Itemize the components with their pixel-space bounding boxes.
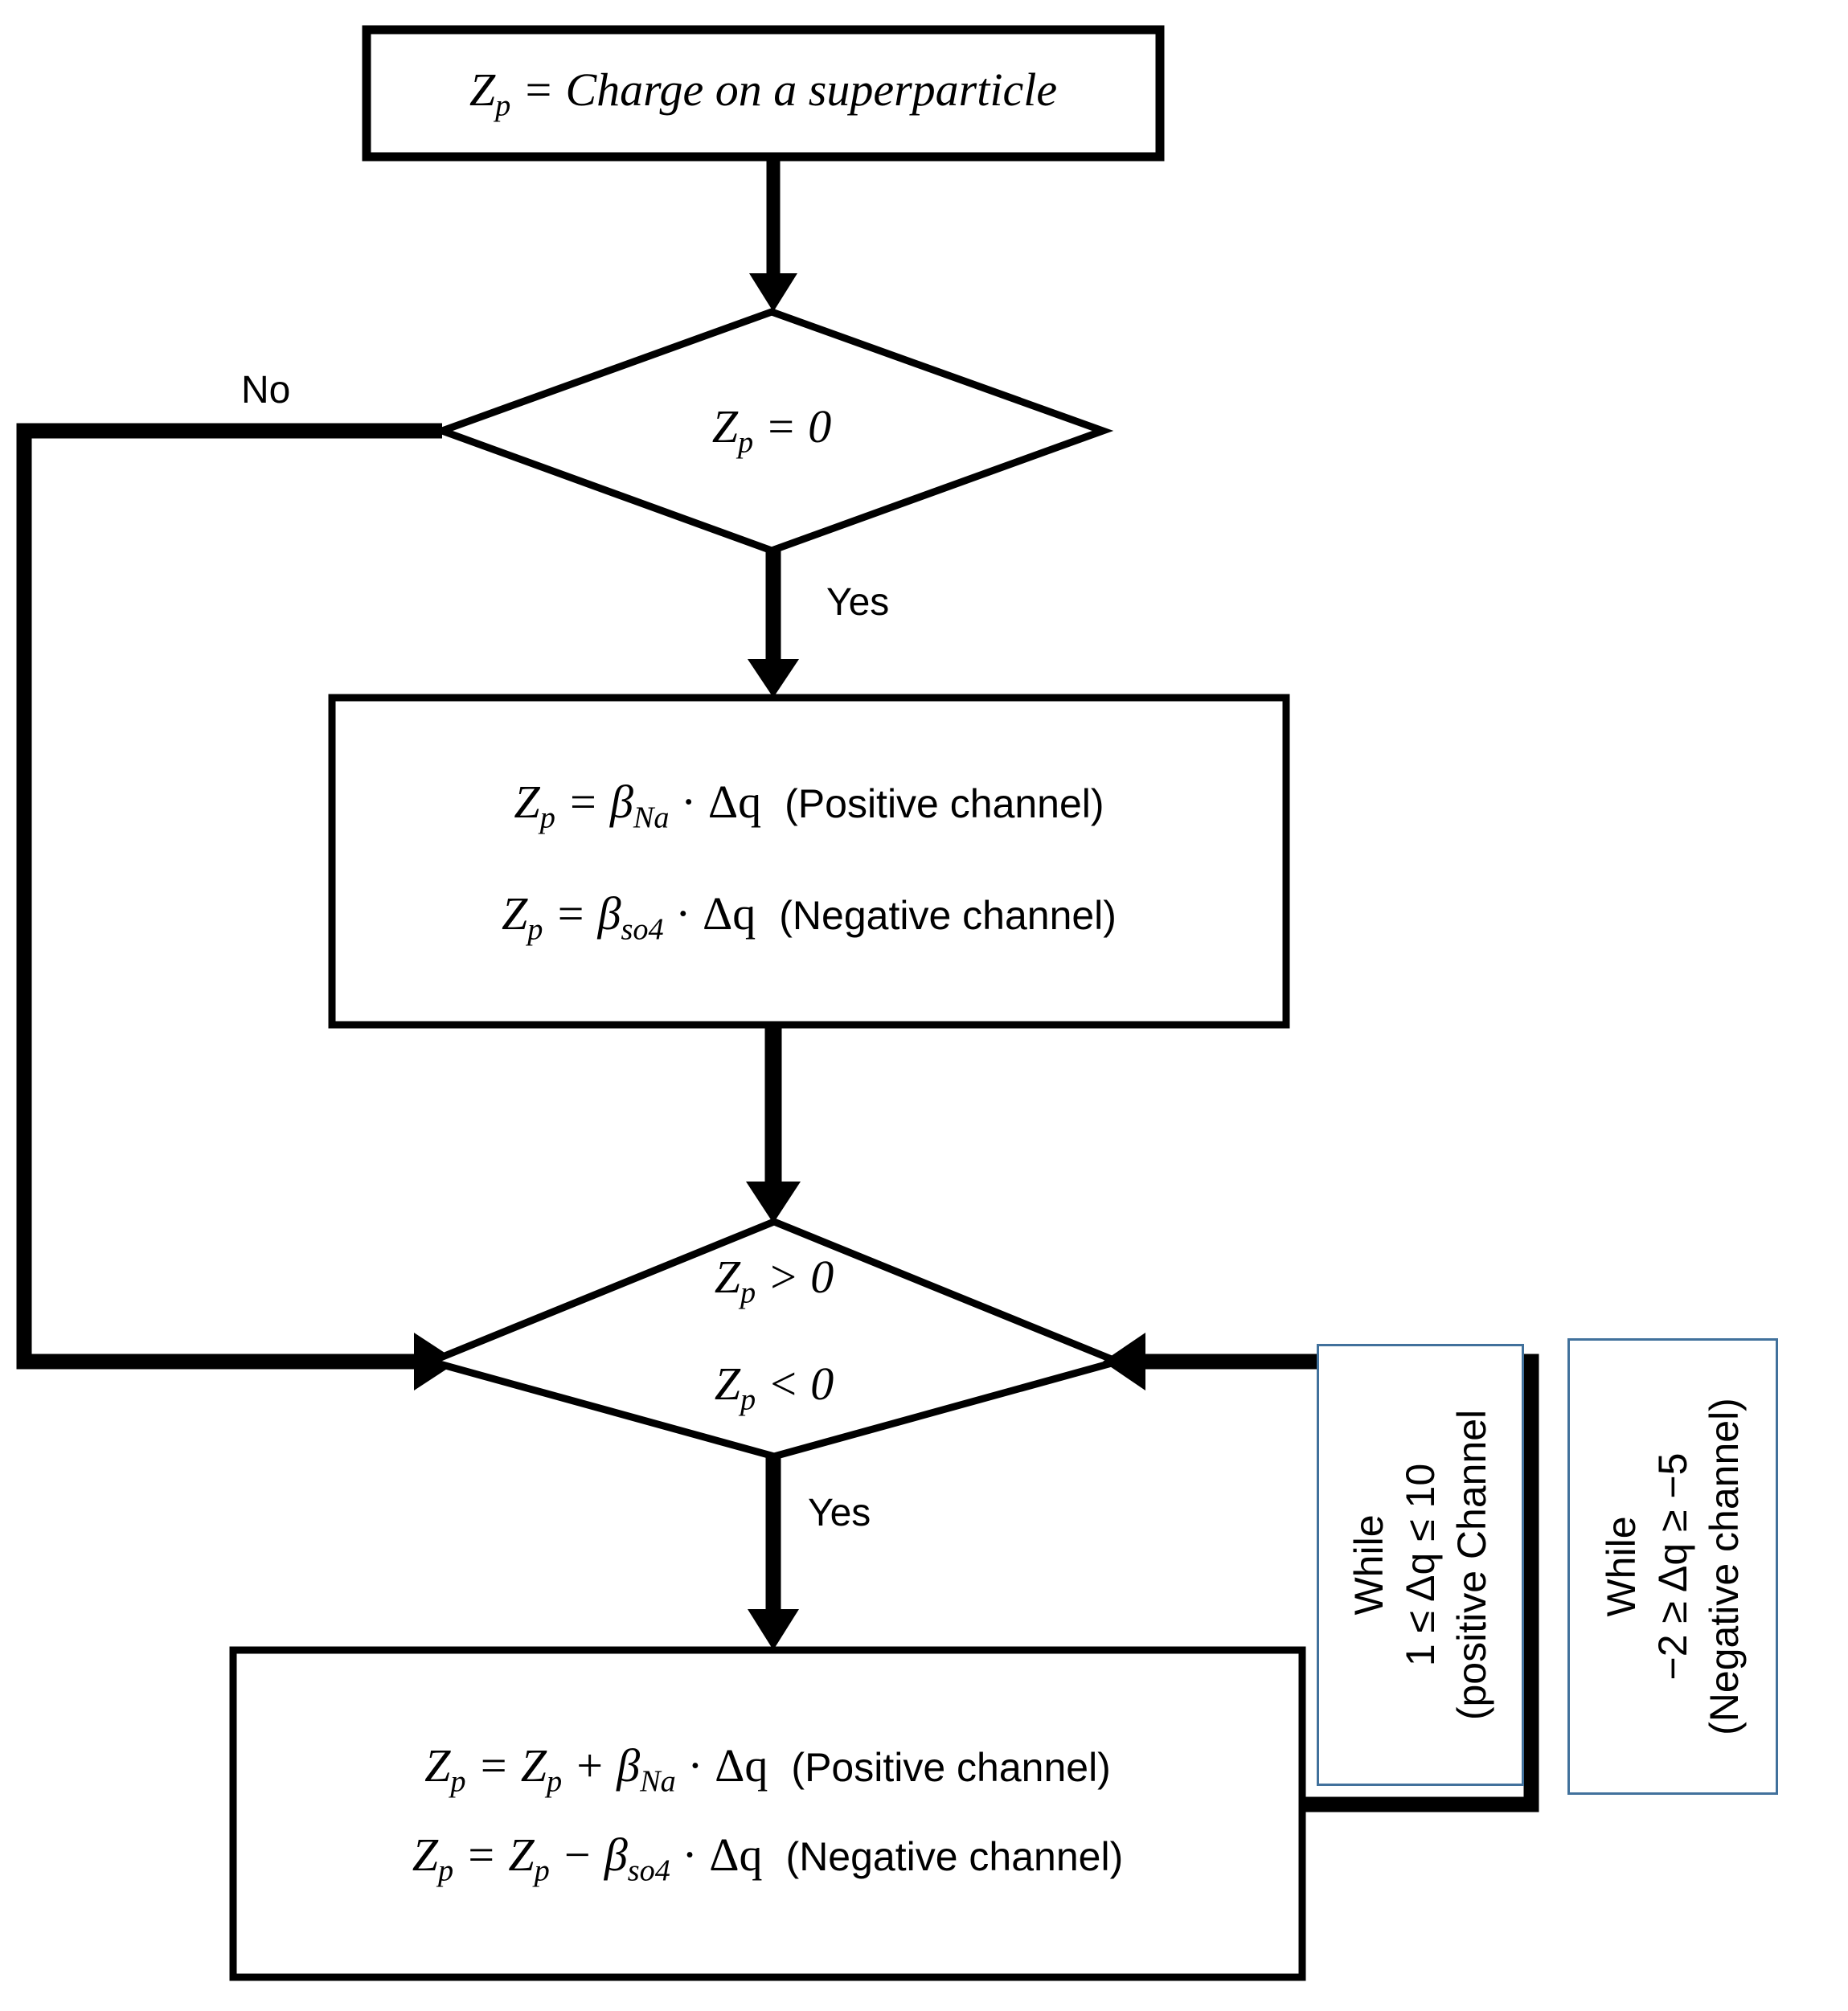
- assign-box-shape: [328, 694, 1290, 1029]
- while-positive-line-2: 1 ≤ Δq ≤ 10: [1398, 1463, 1443, 1667]
- edge-assign-to-decision-sign: [746, 1025, 801, 1223]
- update-box-shape: [229, 1646, 1306, 1981]
- edge-label-yes-sign: Yes: [808, 1492, 871, 1534]
- edge-label-yes-zero: Yes: [826, 581, 890, 624]
- while-positive-note: While 1 ≤ Δq ≤ 10 (positive Channel: [1317, 1344, 1524, 1786]
- while-negative-line-1: While: [1599, 1516, 1644, 1617]
- edge-start-to-decision-zero: [749, 157, 797, 312]
- while-negative-line-3: (Negative channel): [1702, 1398, 1747, 1735]
- edge-yes-to-assign-box: [748, 551, 799, 698]
- edge-yes-to-update-box: [748, 1456, 799, 1650]
- decision-sign-shape: [420, 1218, 1129, 1460]
- start-box-shape: [362, 25, 1165, 162]
- while-negative-line-2: −2 ≥ Δq ≥ −5: [1650, 1452, 1695, 1681]
- edge-label-no: No: [241, 369, 291, 412]
- decision-zero-shape: [431, 308, 1114, 555]
- while-negative-note: While −2 ≥ Δq ≥ −5 (Negative channel): [1567, 1338, 1778, 1795]
- while-positive-line-3: (positive Channel: [1449, 1409, 1494, 1721]
- while-positive-line-1: While: [1346, 1514, 1391, 1616]
